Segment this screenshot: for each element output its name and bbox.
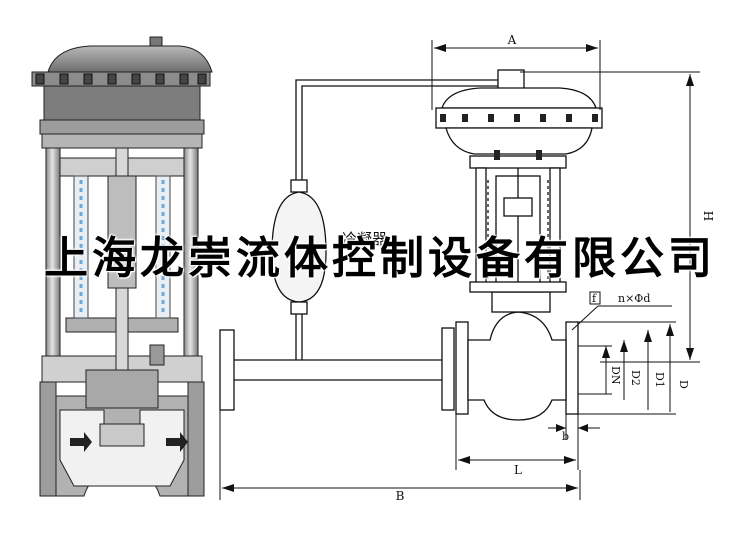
inlet-flange (219, 329, 235, 411)
condenser-vessel (271, 191, 327, 303)
valve-body-section (39, 369, 205, 497)
dim-l-label: L (514, 463, 522, 477)
dim-d1-label: D1 (653, 372, 666, 388)
impulse-tube (295, 79, 512, 108)
valve-body-outline (467, 311, 567, 421)
dim-b-thickness-label: b (562, 430, 569, 443)
actuator-head-outline (441, 87, 597, 109)
dim-b-label: B (396, 489, 405, 503)
dim-d2-label: D2 (629, 370, 642, 386)
dim-a-label: A (507, 33, 517, 47)
condenser-label: 冷凝器 (342, 230, 387, 248)
dim-dn-label: DN (609, 366, 622, 385)
actuator-diaphragm (31, 36, 213, 135)
dim-h-label: H (701, 211, 715, 221)
sectional-valve (31, 36, 213, 497)
dim-d-label: D (677, 380, 690, 389)
outline-drawing (219, 40, 700, 500)
dim-f-label: f (592, 292, 597, 305)
bolt-spec-label: n×Φd (618, 292, 650, 305)
compression-springs (73, 175, 171, 319)
